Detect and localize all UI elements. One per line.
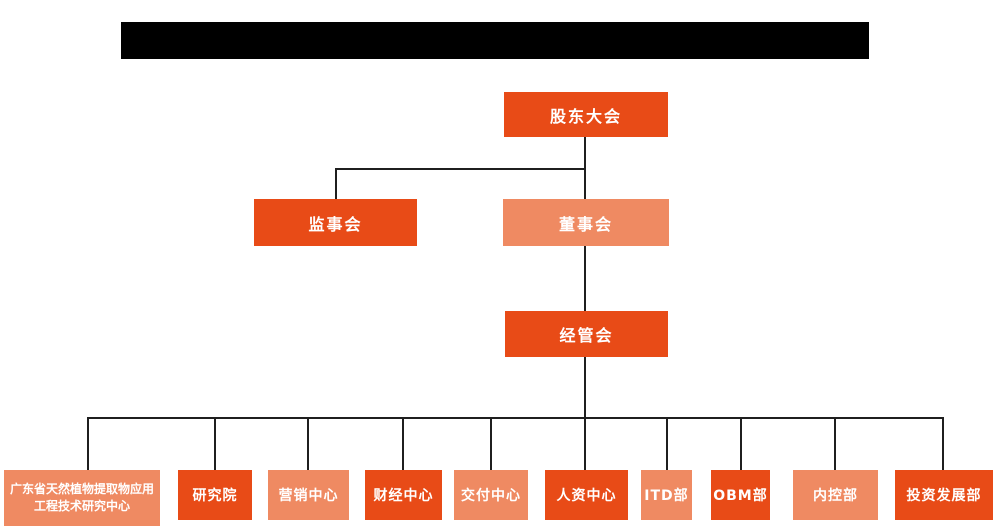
node-label: ITD部 [644, 488, 689, 504]
connector-drop-dept-1 [87, 417, 89, 470]
node-label: 财经中心 [373, 488, 434, 504]
node-management-committee: 经管会 [505, 311, 668, 357]
node-dept-research-institute: 研究院 [178, 470, 252, 520]
node-label: 股东大会 [549, 106, 622, 126]
connector-drop-dept-7 [666, 417, 668, 470]
node-label: 董事会 [558, 214, 613, 234]
node-dept-internal-control: 内控部 [793, 470, 878, 520]
connector-drop-dept-3 [307, 417, 309, 470]
node-label: 广东省天然植物提取物应用工程技术研究中心 [9, 481, 154, 513]
connector-management-down [584, 357, 586, 418]
connector-drop-dept-4 [402, 417, 404, 470]
node-dept-research-center: 广东省天然植物提取物应用工程技术研究中心 [4, 470, 160, 526]
connector-drop-dept-8 [740, 417, 742, 470]
connector-level2-horizontal [335, 168, 586, 170]
node-label: OBM部 [713, 488, 768, 504]
connector-supervisory-drop [335, 168, 337, 199]
node-label: 研究院 [192, 488, 238, 504]
node-label: 监事会 [308, 214, 363, 234]
connector-drop-dept-2 [214, 417, 216, 470]
node-shareholders-meeting: 股东大会 [504, 92, 668, 137]
node-dept-marketing-center: 营销中心 [268, 470, 349, 520]
node-label: 经管会 [559, 326, 614, 345]
node-dept-itd: ITD部 [641, 470, 692, 520]
node-dept-investment-development: 投资发展部 [895, 470, 993, 520]
connector-drop-dept-9 [834, 417, 836, 470]
node-label: 投资发展部 [906, 488, 982, 504]
redacted-title-bar [121, 22, 869, 59]
node-label: 人资中心 [556, 488, 617, 504]
connector-drop-dept-5 [490, 417, 492, 470]
node-board-of-directors: 董事会 [503, 199, 669, 246]
node-dept-delivery-center: 交付中心 [454, 470, 528, 520]
connector-departments-horizontal [87, 417, 944, 419]
connector-drop-dept-10 [942, 417, 944, 470]
node-label: 营销中心 [278, 488, 339, 504]
connector-board-to-management [584, 246, 586, 311]
node-dept-finance-center: 财经中心 [365, 470, 442, 520]
node-supervisory-board: 监事会 [254, 199, 417, 246]
node-label: 交付中心 [461, 488, 521, 504]
connector-drop-dept-6 [584, 417, 586, 470]
node-label: 内控部 [813, 488, 858, 504]
node-dept-hr-center: 人资中心 [545, 470, 628, 520]
node-dept-obm: OBM部 [711, 470, 770, 520]
